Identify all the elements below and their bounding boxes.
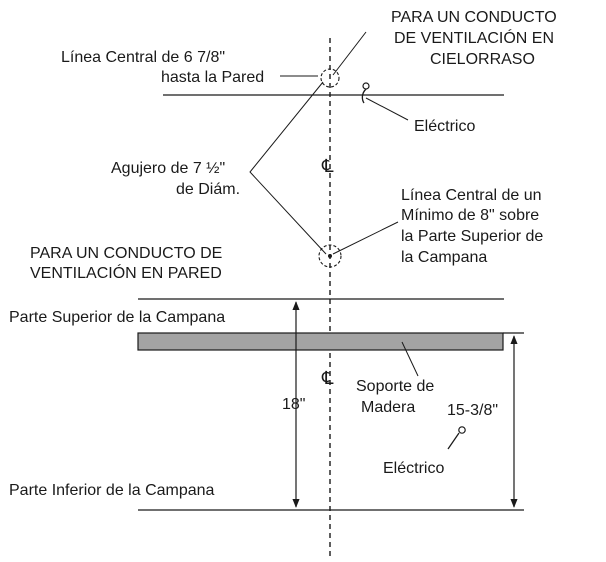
wall-duct-hole-center [328,254,332,258]
electrical-label-top: Eléctrico [414,118,475,135]
wall-duct-title-line-2: VENTILACIÓN EN PARED [30,263,222,282]
hole-diameter-label-1: Agujero de 7 ½" [111,160,225,177]
wall-centerline-label-4: la Campana [401,249,487,266]
electrical-outlet-top-icon [361,82,370,104]
ceiling-centerline-label-1: Línea Central de 6 7/8" [61,49,225,66]
ceiling-duct-hole [320,68,340,88]
wood-support-label-1: Soporte de [356,378,434,395]
centerline-symbol-upper: ℄ [321,156,334,177]
wall-centerline-label-2: Mínimo de 8" sobre [401,207,539,224]
dimension-18-label: 18" [282,396,305,413]
hood-bottom-label: Parte Inferior de la Campana [9,482,215,499]
hood-top-label: Parte Superior de la Campana [9,309,225,326]
dimension-15-label: 15-3/8" [447,402,498,419]
electrical-outlet-bottom-icon [447,426,466,450]
wall-centerline-leader [332,221,399,255]
hole-diameter-label-2: de Diám. [176,181,240,198]
wall-centerline-label-1: Línea Central de un [401,187,542,204]
ceiling-duct-title-line-1: PARA UN CONDUCTO [391,9,557,26]
electrical-label-bottom: Eléctrico [383,460,444,477]
hole-diameter-leader [249,81,327,255]
ceiling-duct-title-line-3: CIELORRASO [430,51,535,68]
wood-support-leader [401,341,419,377]
wood-support-label-2: Madera [361,399,415,416]
wall-centerline-label-3: la Parte Superior de [401,228,543,245]
electrical-top-leader [365,97,409,121]
wood-support-bar [137,332,504,351]
wall-duct-hole [318,244,342,268]
centerline-symbol-lower: ℄ [321,368,334,389]
wall-duct-title-line-1: PARA UN CONDUCTO DE [30,245,222,262]
ceiling-title-leader [332,31,367,76]
ceiling-centerline-label-2: hasta la Pared [161,69,264,86]
ceiling-duct-title-line-2: DE VENTILACIÓN EN [394,28,554,47]
